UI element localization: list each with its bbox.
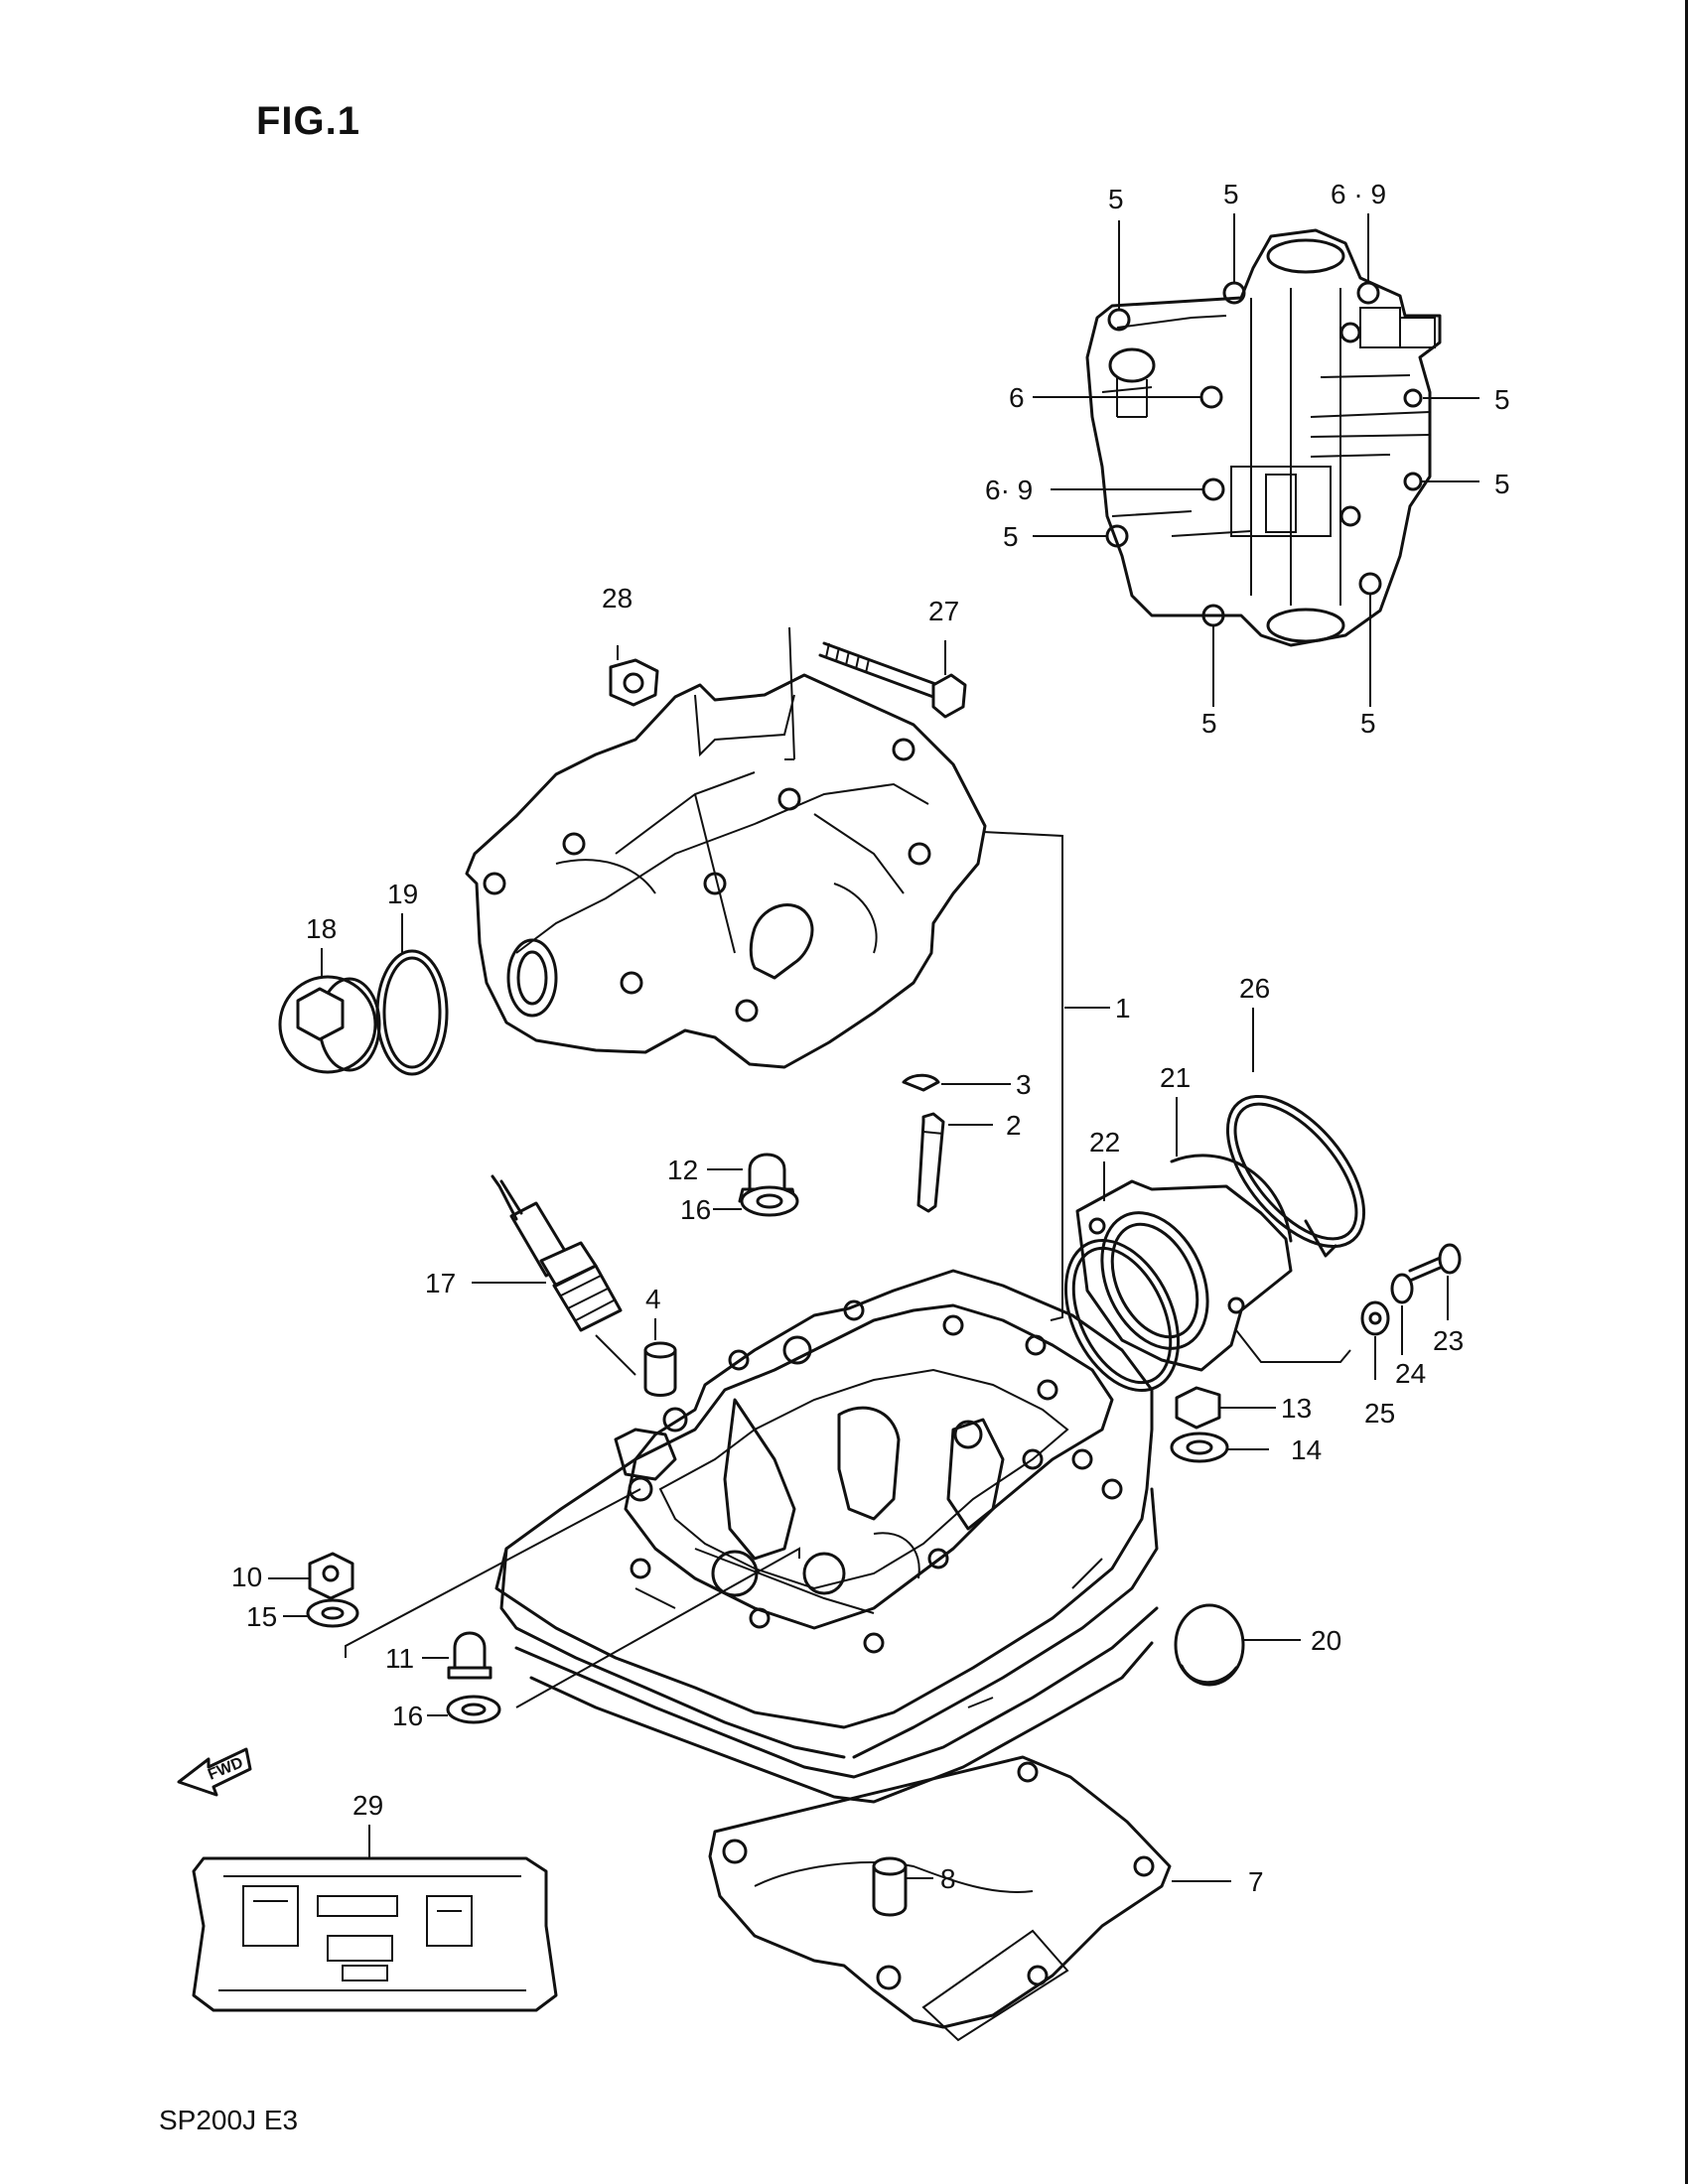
label-26: 26 [1239,973,1270,1004]
inset-labels: 5 5 6 · 9 6 5 6· 9 5 5 5 5 [985,179,1510,739]
label-20: 20 [1311,1625,1341,1656]
part-16-washer-upper [713,1185,799,1217]
part-26-clamp [1225,1008,1366,1258]
part-29-gasket-set [192,1825,558,2012]
cylinder-head [494,1269,1159,1804]
part-11-cap-nut [422,1631,492,1680]
part-16-washer-lower [427,1695,501,1724]
part-1-leader [982,831,1110,1321]
figure-title: FIG.1 [256,99,361,143]
label-29: 29 [352,1790,383,1821]
part-13-nut [1175,1386,1276,1430]
footer-model-code: SP200J E3 [159,2105,299,2135]
head-nut-leaders [345,1488,800,1708]
part-15-washer [283,1598,359,1628]
part-7-cylinder-gasket [708,1755,1231,2042]
label-10: 10 [231,1562,262,1592]
label-2: 2 [1006,1110,1022,1141]
part-18-plug [278,948,381,1074]
part-14-washer [1170,1432,1269,1463]
label-3: 3 [1016,1069,1032,1100]
main-labels: 28 27 19 18 1 3 2 12 16 26 21 22 17 4 23… [231,583,1464,1897]
label-25: 25 [1364,1398,1395,1429]
label-inset-6-9b: 6· 9 [985,475,1033,505]
label-16b: 16 [392,1701,423,1731]
part-25-washer [1360,1300,1390,1380]
part-24-washer [1390,1273,1414,1355]
label-8: 8 [940,1863,956,1894]
label-28: 28 [602,583,633,614]
label-7: 7 [1248,1866,1264,1897]
label-inset-5g: 5 [1360,708,1376,739]
part-8-dowel [872,1856,933,1917]
part-22-gasket [1063,1161,1181,1393]
part-3-cotter [902,1073,1011,1092]
label-inset-5c: 5 [1494,384,1510,415]
label-inset-5b: 5 [1223,179,1239,209]
label-21: 21 [1160,1062,1191,1093]
head-cover-inset [1033,213,1479,707]
label-14: 14 [1291,1434,1322,1465]
label-11: 11 [385,1643,414,1674]
label-17: 17 [425,1268,456,1298]
label-16a: 16 [680,1194,711,1225]
part-17-spark-plug [472,1174,636,1376]
part-20-plug [1174,1603,1301,1687]
cylinder-head-cover [465,673,987,1069]
label-22: 22 [1089,1127,1120,1158]
label-13: 13 [1281,1393,1312,1424]
part-19-o-ring [375,913,449,1076]
label-inset-5d: 5 [1494,469,1510,499]
part-2-valve-guide [916,1112,993,1213]
part-10-nut [268,1552,354,1600]
label-inset-5f: 5 [1201,708,1217,739]
label-12: 12 [667,1155,698,1185]
label-18: 18 [306,913,337,944]
fwd-arrow: FWD [177,1747,252,1797]
label-inset-5a: 5 [1108,184,1124,214]
label-1: 1 [1115,993,1131,1024]
part-28-nut [609,645,659,707]
label-inset-5e: 5 [1003,521,1019,552]
part-27-bolt [784,626,967,760]
label-23: 23 [1433,1325,1464,1356]
label-27: 27 [928,596,959,626]
label-24: 24 [1395,1358,1426,1389]
label-15: 15 [246,1601,277,1632]
label-inset-6: 6 [1009,382,1025,413]
page-edge-line [1685,0,1688,2184]
label-19: 19 [387,879,418,909]
label-4: 4 [645,1284,661,1314]
label-inset-6-9a: 6 · 9 [1331,179,1386,209]
part-23-screw [1408,1243,1462,1320]
part-4-dowel [643,1318,677,1397]
